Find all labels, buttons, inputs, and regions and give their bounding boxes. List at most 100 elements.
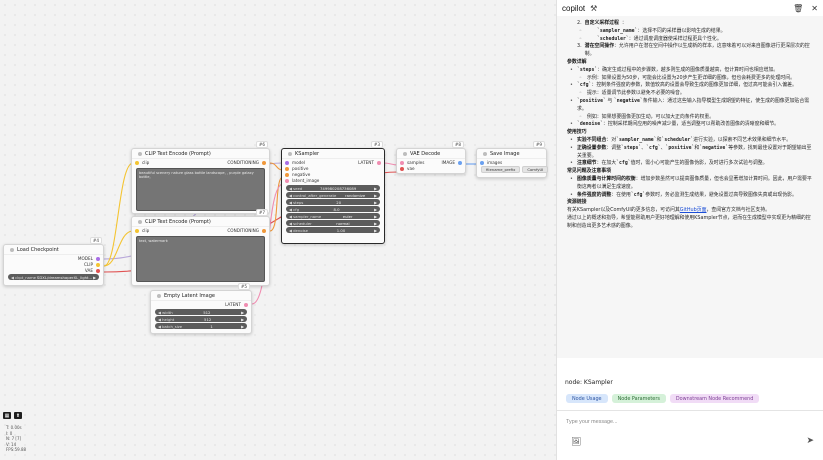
- image-upload-icon[interactable]: 🖼: [571, 437, 582, 446]
- section-heading: 资源链接: [567, 199, 587, 206]
- wrench-icon[interactable]: ⚒: [590, 3, 598, 13]
- input-label: clip: [142, 228, 150, 233]
- filename-prefix-chip[interactable]: filename_prefix: [481, 166, 521, 173]
- node-usage-button[interactable]: Node Usage: [566, 394, 608, 403]
- node-parameters-button[interactable]: Node Parameters: [611, 394, 666, 403]
- stat-fps: FPS:59.88: [6, 447, 27, 453]
- input-label: clip: [142, 160, 150, 165]
- input-port[interactable]: [135, 228, 139, 233]
- stat-time: T: 0.00s: [6, 425, 22, 430]
- input-label: images: [487, 160, 503, 165]
- message-input[interactable]: Type your message...: [566, 419, 618, 425]
- node-title: Save Image: [477, 149, 546, 159]
- send-icon[interactable]: ➤: [806, 436, 814, 446]
- input-port[interactable]: [285, 178, 289, 183]
- chat-message: 2.自定义采样过程： `sampler_name`：选择不同的采样器以影响生成的…: [557, 16, 823, 358]
- input-port[interactable]: [285, 160, 289, 165]
- output-label: CONDITIONING: [227, 228, 259, 233]
- output-port[interactable]: [262, 228, 266, 233]
- output-label: LATENT: [358, 160, 374, 165]
- canvas-toolbar: ▦ ⬆: [3, 412, 22, 419]
- output-port[interactable]: [377, 160, 381, 165]
- node-clip-text-encode-positive[interactable]: #6 CLIP Text Encode (Prompt) clip CONDITI…: [131, 141, 270, 214]
- node-id: #5: [237, 283, 250, 290]
- selected-node-label: node: KSampler: [565, 379, 613, 386]
- collapse-dot-icon[interactable]: [157, 293, 161, 298]
- collapse-dot-icon[interactable]: [288, 151, 292, 156]
- trash-icon[interactable]: 🗑: [793, 3, 804, 13]
- copilot-panel: copilot ⚒ 🗑 ✕ 2.自定义采样过程： `sampler_name`：…: [556, 0, 823, 460]
- collapse-dot-icon[interactable]: [138, 219, 142, 224]
- output-port[interactable]: [244, 302, 248, 307]
- input-port[interactable]: [285, 172, 289, 177]
- node-id: #4: [89, 237, 102, 244]
- output-label: LATENT: [225, 302, 241, 307]
- output-label: IMAGE: [441, 160, 455, 165]
- node-id: #8: [451, 141, 464, 148]
- pin-icon[interactable]: ⬆: [14, 412, 22, 419]
- output-port[interactable]: [458, 160, 462, 165]
- stat-i: I: 0: [6, 430, 13, 436]
- node-id: #9: [532, 141, 545, 148]
- panel-title: copilot: [562, 3, 586, 13]
- node-links: [103, 162, 478, 305]
- node-title: Load Checkpoint: [4, 245, 103, 255]
- input-port[interactable]: [400, 160, 404, 165]
- node-id: #6: [255, 141, 268, 148]
- downstream-node-recommend-button[interactable]: Downstream Node Recommend: [669, 394, 760, 403]
- output-label: CLIP: [83, 262, 93, 267]
- input-port[interactable]: [480, 160, 484, 165]
- closing-text: 通过以上的概述和指导，希望能帮助用户更好地理解和使用KSampler节点，进而在…: [567, 214, 811, 229]
- output-label: MODEL: [77, 256, 93, 261]
- collapse-dot-icon[interactable]: [483, 151, 487, 156]
- close-icon[interactable]: ✕: [811, 3, 818, 13]
- node-title: KSampler: [282, 149, 384, 159]
- github-link[interactable]: GitHub页面: [679, 207, 707, 214]
- panel-header: copilot ⚒ 🗑 ✕: [557, 0, 823, 16]
- prompt-textarea[interactable]: beautiful scenery nature glass bottle la…: [136, 168, 265, 211]
- input-label: model: [292, 160, 306, 165]
- prompt-textarea[interactable]: text, watermark: [136, 236, 265, 282]
- input-port[interactable]: [135, 160, 139, 165]
- node-title: CLIP Text Encode (Prompt): [132, 217, 269, 227]
- output-port[interactable]: [262, 160, 266, 165]
- node-graph-canvas[interactable]: #4 Load Checkpoint MODEL CLIP VAE ◀ ckpt…: [0, 0, 556, 460]
- node-id: #7: [255, 209, 268, 216]
- collapse-dot-icon[interactable]: [10, 247, 14, 252]
- input-port[interactable]: [400, 166, 404, 171]
- grid-icon[interactable]: ▦: [3, 412, 11, 419]
- output-port[interactable]: [96, 268, 100, 273]
- input-label: positive: [292, 166, 309, 171]
- output-port[interactable]: [96, 262, 100, 267]
- input-label: samples: [407, 160, 425, 165]
- collapse-dot-icon[interactable]: [403, 151, 407, 156]
- input-label: negative: [292, 172, 311, 177]
- node-clip-text-encode-negative[interactable]: #7 CLIP Text Encode (Prompt) clip CONDITI…: [131, 209, 270, 286]
- section-heading: 常见问题及注意事项: [567, 168, 612, 175]
- node-title: CLIP Text Encode (Prompt): [132, 149, 269, 159]
- output-port[interactable]: [96, 256, 100, 261]
- canvas-stats: T: 0.00s I: 0 N: 7 [7] V: 14 FPS:59.88: [6, 425, 26, 453]
- node-save-image[interactable]: #9 Save Image images filename_prefix Com…: [476, 141, 549, 178]
- section-heading: 参数详解: [567, 58, 587, 65]
- input-port[interactable]: [285, 166, 289, 171]
- collapse-dot-icon[interactable]: [138, 151, 142, 156]
- output-label: CONDITIONING: [227, 160, 259, 165]
- filename-prefix-value-chip[interactable]: ComfyUI: [522, 166, 549, 173]
- node-load-checkpoint[interactable]: #4 Load Checkpoint MODEL CLIP VAE ◀ ckpt…: [3, 237, 104, 286]
- section-heading: 使用技巧: [567, 129, 587, 136]
